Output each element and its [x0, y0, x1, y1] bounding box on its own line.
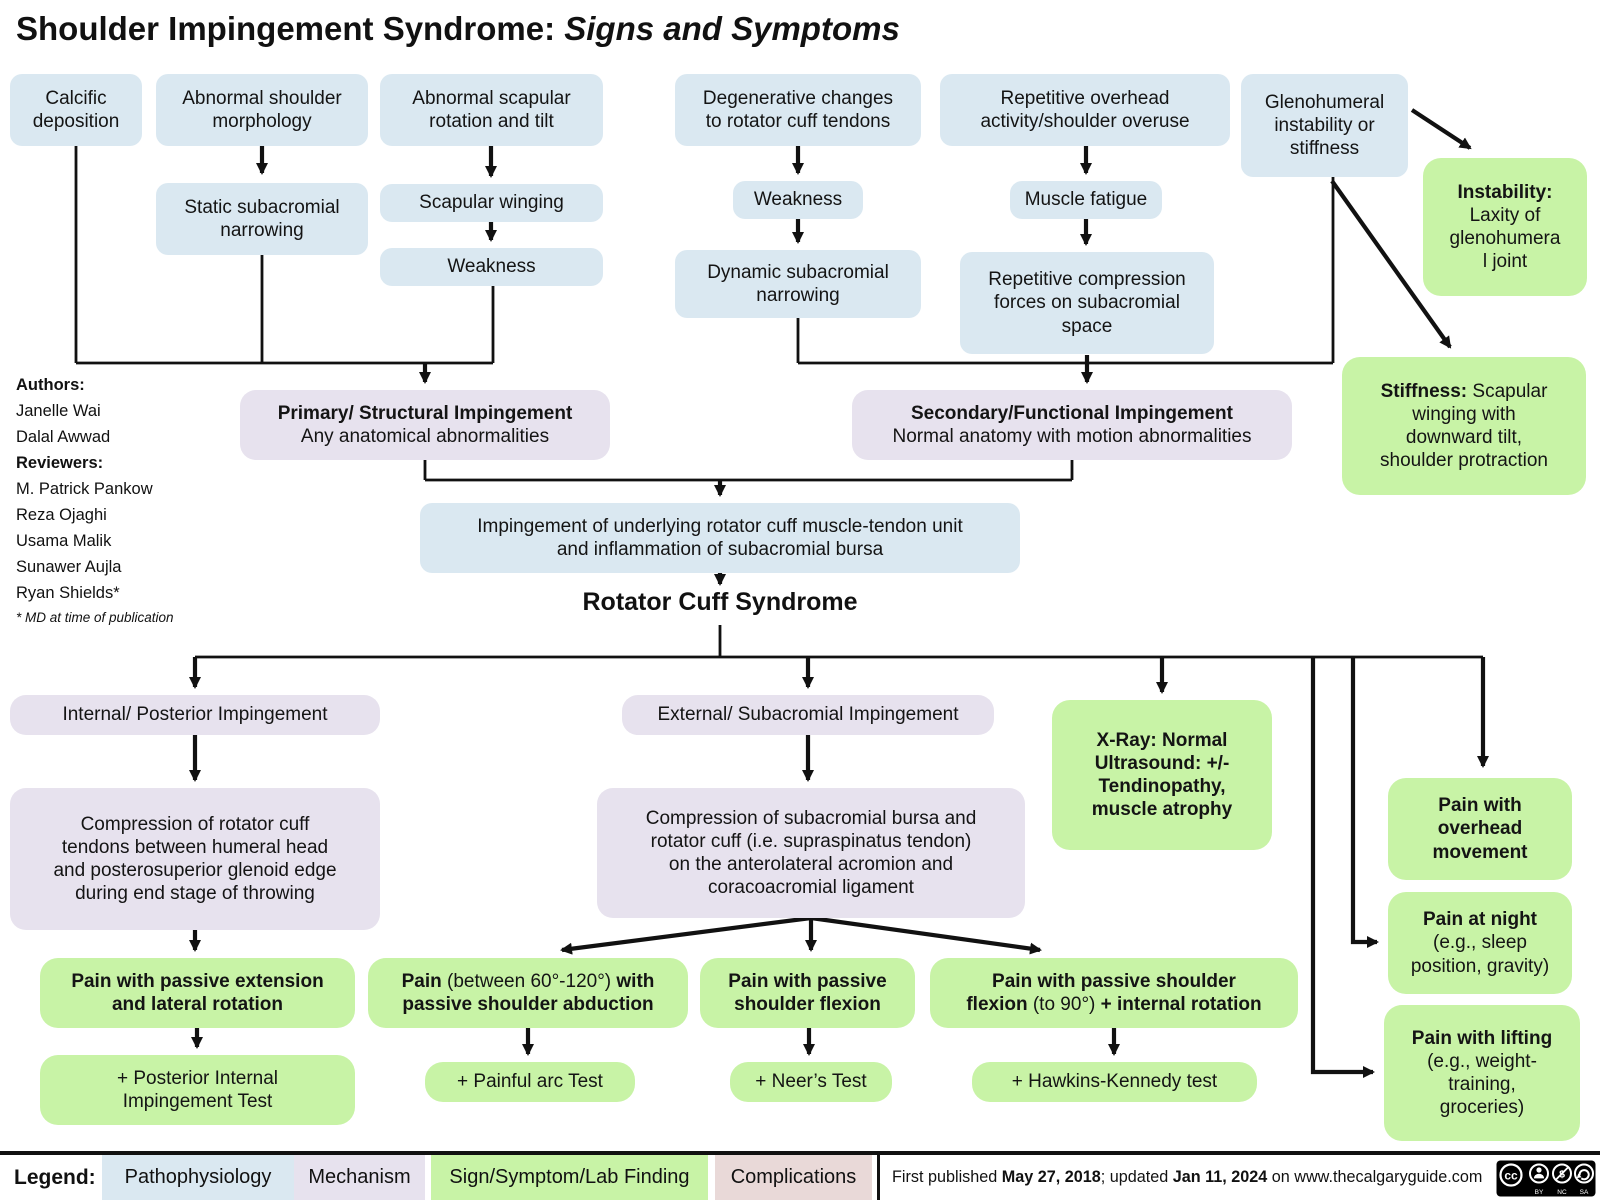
- node-dynamic-subacromial-narrowing: Dynamic subacromial narrowing: [675, 250, 921, 318]
- node-compression-external: Compression of subacromial bursa and rot…: [597, 788, 1025, 918]
- first-published-date: May 27, 2018: [1001, 1168, 1101, 1186]
- reviewer-name: Ryan Shields*: [16, 584, 120, 602]
- node-pain-passive-extension: Pain with passive extension and lateral …: [40, 958, 355, 1028]
- reviewer-name: M. Patrick Pankow: [16, 480, 153, 498]
- site-url: on www.thecalgaryguide.com: [1267, 1168, 1483, 1186]
- instability-sign-body: Laxity of glenohumera l joint: [1449, 204, 1561, 273]
- node-pain-at-night: Pain at night (e.g., sleep position, gra…: [1388, 892, 1572, 994]
- legend-chip-sign-symptom: Sign/Symptom/Lab Finding: [431, 1155, 708, 1200]
- secondary-impingement-sub: Normal anatomy with motion abnormalities: [892, 426, 1252, 447]
- authors-label: Authors:: [16, 376, 85, 394]
- node-posterior-internal-impingement-test: + Posterior Internal Impingement Test: [40, 1055, 355, 1125]
- svg-text:cc: cc: [1504, 1169, 1518, 1183]
- node-external-subacromial-impingement: External/ Subacromial Impingement: [622, 695, 994, 735]
- node-primary-impingement: Primary/ Structural Impingement Any anat…: [240, 390, 610, 460]
- author-name: Dalal Awwad: [16, 428, 111, 446]
- instability-sign-title: Instability:: [1457, 181, 1553, 203]
- node-repetitive-overhead-activity: Repetitive overhead activity/shoulder ov…: [940, 74, 1230, 146]
- legend-chip-complications: Complications: [715, 1155, 872, 1200]
- node-pain-with-lifting: Pain with lifting (e.g., weight- trainin…: [1384, 1005, 1580, 1141]
- node-xray-ultrasound-finding: X-Ray: Normal Ultrasound: +/- Tendinopat…: [1052, 700, 1272, 850]
- node-weakness-degenerative: Weakness: [733, 181, 863, 219]
- publication-info: First published May 27, 2018; updated Ja…: [892, 1168, 1483, 1186]
- pain-flexion90-line2: flexion (to 90°) + internal rotation: [966, 994, 1262, 1015]
- node-scapular-winging: Scapular winging: [380, 184, 603, 222]
- legend-chip-pathophysiology: Pathophysiology: [102, 1155, 294, 1200]
- nc-no-dollar-icon: [1552, 1163, 1572, 1184]
- node-internal-posterior-impingement: Internal/ Posterior Impingement: [10, 695, 380, 735]
- stiffness-sign-body: Stiffness: Scapular winging with downwar…: [1380, 380, 1548, 472]
- node-pain-passive-flexion: Pain with passive shoulder flexion: [700, 958, 915, 1028]
- reviewer-name: Sunawer Aujla: [16, 558, 122, 576]
- node-stiffness-sign: Stiffness: Scapular winging with downwar…: [1342, 357, 1586, 495]
- pain-with-lifting-title: Pain with lifting: [1411, 1027, 1553, 1049]
- updated-date: Jan 11, 2024: [1172, 1168, 1268, 1186]
- reviewer-name: Reza Ojaghi: [16, 506, 107, 524]
- node-hawkins-kennedy-test: + Hawkins-Kennedy test: [972, 1062, 1257, 1102]
- node-impingement-bursa: Impingement of underlying rotator cuff m…: [420, 503, 1020, 573]
- pain-at-night-sub: (e.g., sleep position, gravity): [1410, 932, 1550, 977]
- node-glenohumeral-instability: Glenohumeral instability or stiffness: [1241, 74, 1408, 177]
- authors-block: Authors: Janelle Wai Dalal Awwad Reviewe…: [16, 372, 174, 628]
- sa-share-alike-icon: [1574, 1163, 1594, 1184]
- reviewers-label: Reviewers:: [16, 454, 104, 472]
- svg-text:NC: NC: [1557, 1189, 1567, 1196]
- node-compression-internal: Compression of rotator cuff tendons betw…: [10, 788, 380, 930]
- legend-divider: [877, 1155, 880, 1200]
- node-degenerative-changes: Degenerative changes to rotator cuff ten…: [675, 74, 921, 146]
- cc-by-nc-sa-icon: cc $ BY NC SA: [1496, 1160, 1596, 1197]
- primary-impingement-title: Primary/ Structural Impingement: [277, 402, 573, 424]
- node-painful-arc-test: + Painful arc Test: [425, 1062, 635, 1102]
- svg-text:BY: BY: [1535, 1189, 1544, 1196]
- node-pain-flexion-internal-rotation: Pain with passive shoulder flexion (to 9…: [930, 958, 1298, 1028]
- cc-circle-icon: [1499, 1163, 1523, 1187]
- node-pain-passive-abduction: Pain (between 60°-120°) with passive sho…: [368, 958, 688, 1028]
- authors-footnote: * MD at time of publication: [16, 610, 174, 625]
- secondary-impingement-title: Secondary/Functional Impingement: [911, 402, 1233, 424]
- page-title-emphasis: Signs and Symptoms: [564, 10, 900, 47]
- page-title: Shoulder Impingement Syndrome: Signs and…: [16, 10, 900, 48]
- legend-chip-mechanism: Mechanism: [294, 1155, 425, 1200]
- node-instability-sign: Instability: Laxity of glenohumera l joi…: [1423, 158, 1587, 296]
- by-person-icon: [1529, 1163, 1549, 1184]
- node-pain-overhead-movement: Pain with overhead movement: [1388, 778, 1572, 880]
- node-abnormal-shoulder-morphology: Abnormal shoulder morphology: [156, 74, 368, 146]
- pain-abduction-line2: passive shoulder abduction: [402, 994, 654, 1015]
- reviewer-name: Usama Malik: [16, 532, 112, 550]
- node-neers-test: + Neer’s Test: [730, 1062, 892, 1102]
- pain-flexion90-line1: Pain with passive shoulder: [992, 970, 1236, 992]
- legend-label: Legend:: [14, 1165, 96, 1189]
- primary-impingement-sub: Any anatomical abnormalities: [300, 426, 550, 447]
- pain-abduction-line1: Pain (between 60°-120°) with: [401, 970, 655, 992]
- rotator-cuff-syndrome-heading: Rotator Cuff Syndrome: [582, 588, 858, 616]
- pain-at-night-title: Pain at night: [1423, 909, 1537, 931]
- node-repetitive-compression: Repetitive compression forces on subacro…: [960, 252, 1214, 354]
- legend-separator-line: [0, 1151, 1600, 1155]
- pain-with-lifting-sub: (e.g., weight- training, groceries): [1427, 1050, 1537, 1119]
- svg-text:SA: SA: [1580, 1189, 1589, 1196]
- node-calcific-deposition: Calcific deposition: [10, 74, 142, 146]
- node-abnormal-scapular-rotation: Abnormal scapular rotation and tilt: [380, 74, 603, 146]
- author-name: Janelle Wai: [16, 402, 101, 420]
- node-weakness-scapular: Weakness: [380, 248, 603, 286]
- cc-license-badge: cc $ BY NC SA: [1496, 1160, 1596, 1200]
- node-secondary-impingement: Secondary/Functional Impingement Normal …: [852, 390, 1292, 460]
- node-static-subacromial-narrowing: Static subacromial narrowing: [156, 183, 368, 255]
- node-muscle-fatigue: Muscle fatigue: [1010, 181, 1162, 219]
- page-title-main: Shoulder Impingement Syndrome:: [16, 10, 565, 47]
